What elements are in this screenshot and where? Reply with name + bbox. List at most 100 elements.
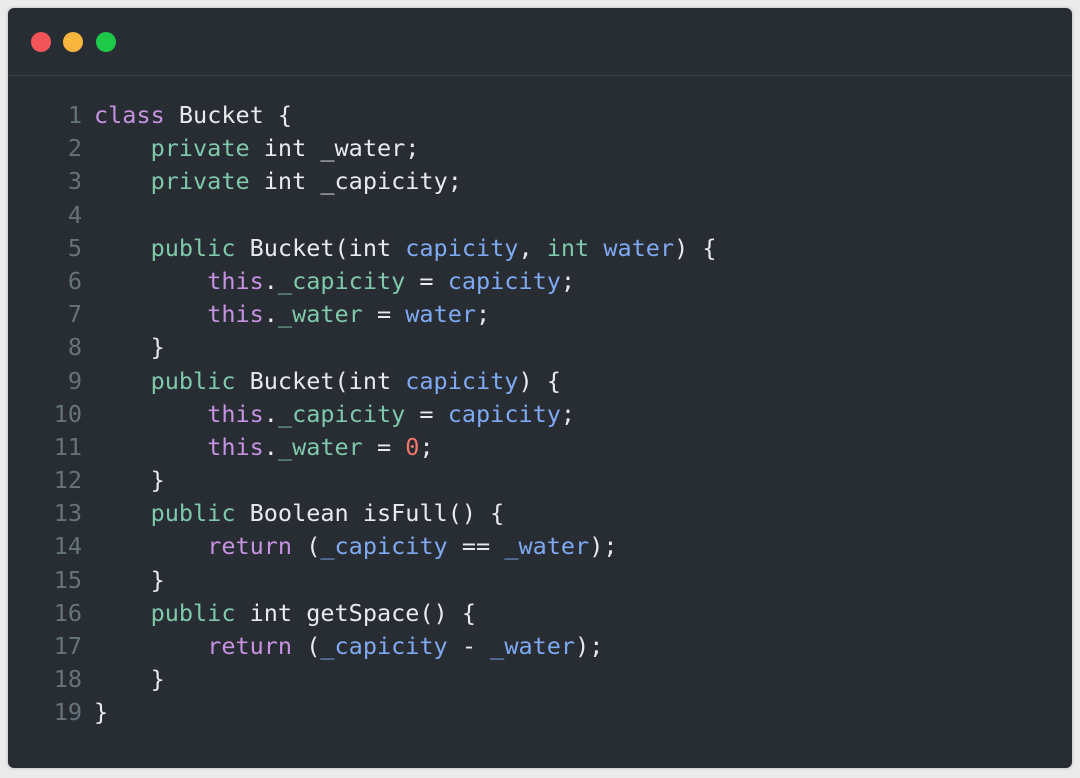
code-text: public Bucket(int capicity) { [94,365,561,398]
code-token: = [362,432,406,461]
code-token: this [207,432,264,461]
code-text: private int _capicity; [94,165,462,198]
code-token: _capicity [320,632,448,660]
code-line: 16 public int getSpace() { [8,597,717,630]
code-token [94,499,151,527]
code-token: } [94,333,165,362]
line-number: 19 [53,698,82,727]
code-token: int getSpace() { [235,598,477,627]
code-text: } [94,331,165,364]
code-token: == [447,532,505,561]
maximize-button[interactable] [96,32,116,52]
code-token: return [207,632,293,660]
code-token [94,234,151,262]
code-text: this._capicity = capicity; [94,265,575,298]
line-number: 9 [67,366,82,395]
code-token: capicity [405,366,519,395]
code-token: ( [292,632,321,660]
line-number: 2 [67,134,82,163]
code-token: - [447,632,491,660]
code-text: this._water = water; [94,298,490,331]
code-text: return (_capicity == _water); [94,530,617,563]
code-token: } [94,466,165,495]
code-token: . [263,266,278,295]
code-text: public Boolean isFull() { [94,497,505,530]
code-line: 3 private int _capicity; [8,165,717,198]
line-number: 8 [67,333,82,362]
code-token: this [207,300,264,329]
line-number: 15 [53,565,82,594]
code-line: 2 private int _water; [8,132,717,165]
code-text: public Bucket(int capicity, int water) { [94,232,717,265]
close-button[interactable] [31,32,51,52]
code-token: ; [560,266,576,295]
code-line: 14 return (_capicity == _water); [8,530,717,563]
code-token: ; [476,300,491,329]
code-text: } [94,663,165,696]
code-token: Bucket(int [235,366,406,395]
code-token: = [405,266,448,295]
code-token: water [405,300,477,329]
code-token: ) { [518,366,561,395]
code-text: } [94,464,165,497]
line-number: 10 [53,399,82,428]
line-number: 6 [67,266,82,295]
code-token [94,400,207,428]
code-line: 12 } [8,464,717,497]
line-number: 13 [53,499,82,528]
line-number: 3 [67,167,82,196]
code-token: public [150,366,236,395]
code-token: _water [504,532,590,561]
code-token: capicity [447,266,561,295]
code-token: = [362,300,406,329]
code-text: } [94,696,108,729]
code-line: 5 public Bucket(int capicity, int water)… [8,232,717,265]
code-token [94,134,151,162]
code-token: _capicity [320,532,448,561]
line-number: 4 [67,200,82,229]
minimize-button[interactable] [63,32,83,52]
code-token: water [603,233,675,262]
code-token: int _capicity; [249,167,462,196]
code-token: _capicity [277,266,406,295]
title-bar [8,8,1072,76]
code-token: public [150,598,236,627]
code-token: this [207,399,264,428]
code-token: int [546,233,590,262]
code-token: capicity [447,399,561,428]
line-number: 16 [53,598,82,627]
code-token: capicity [405,233,519,262]
line-number: 11 [53,432,82,461]
code-token: private [150,134,250,163]
code-text: this._water = 0; [94,431,433,464]
code-token: 0 [405,432,420,461]
code-token: this [207,266,264,295]
code-token: } [94,698,109,727]
code-text: } [94,564,165,597]
code-token: ; [560,399,576,428]
code-token: return [207,532,293,561]
code-token: class [94,101,165,129]
code-token: ) { [674,233,717,262]
code-token: Bucket { [164,101,293,129]
code-line: 18 } [8,663,717,696]
code-token: _water [490,632,576,660]
code-token [589,234,603,262]
line-number: 1 [67,101,82,129]
code-text: return (_capicity - _water); [94,630,603,663]
code-line: 6 this._capicity = capicity; [8,265,717,298]
code-line: 4 [8,199,717,232]
code-token: . [263,432,278,461]
line-number: 14 [53,532,82,561]
code-token: , [518,233,547,262]
code-token: int _water; [249,134,420,163]
code-token: . [263,300,278,329]
line-number: 17 [53,632,82,660]
code-token: ( [292,532,321,561]
code-token: public [150,499,236,528]
code-line: 11 this._water = 0; [8,431,717,464]
code-line: 10 this._capicity = capicity; [8,398,717,431]
code-token: Bucket(int [235,233,406,262]
code-line: 15 } [8,564,717,597]
